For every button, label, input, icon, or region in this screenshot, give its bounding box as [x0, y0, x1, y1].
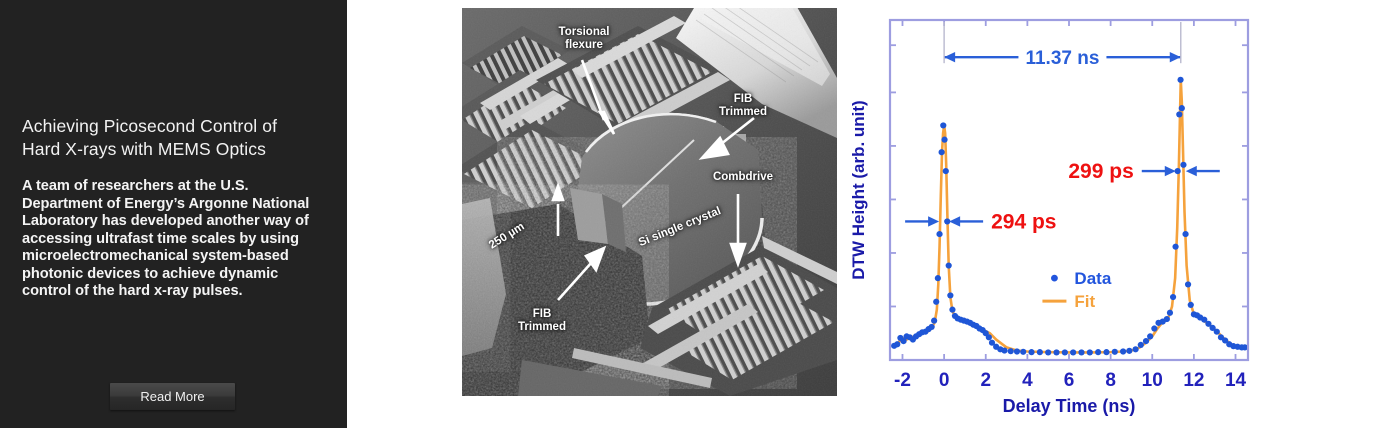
arrow-head	[1169, 51, 1181, 63]
sem-micrograph-figure: Torsional flexure FIB Trimmed Combdrive …	[462, 8, 837, 396]
data-point	[1166, 309, 1174, 316]
arrow-head	[1164, 165, 1176, 177]
data-point	[1137, 341, 1144, 348]
sem-micrograph-image	[462, 8, 837, 396]
promo-body-text: A team of researchers at the U.S. Depart…	[22, 178, 310, 300]
data-point	[1174, 168, 1181, 175]
x-tick-label: 4	[1022, 370, 1033, 391]
data-point	[1070, 349, 1077, 356]
data-point	[1001, 347, 1008, 354]
page-title: Achieving Picosecond Control of Hard X-r…	[22, 116, 278, 160]
legend-marker-data	[1051, 274, 1058, 282]
data-point	[1241, 344, 1247, 351]
data-point	[894, 341, 901, 348]
data-point	[941, 136, 948, 143]
span-annotation-label: 11.37 ns	[1025, 48, 1099, 69]
data-point	[934, 275, 941, 282]
data-point	[1184, 281, 1192, 288]
legend-label-fit: Fit	[1074, 292, 1095, 311]
data-point	[1095, 349, 1102, 356]
data-point	[949, 306, 956, 313]
data-point	[1053, 349, 1060, 356]
data-point	[1213, 328, 1220, 335]
data-point	[938, 149, 945, 156]
x-axis-label: Delay Time (ns)	[1003, 396, 1136, 416]
plot-frame	[888, 18, 1250, 362]
data-point	[933, 298, 940, 305]
arrow-head	[928, 216, 940, 227]
data-point	[1151, 325, 1158, 332]
data-point	[1209, 324, 1216, 331]
plot-data-layer	[891, 76, 1247, 356]
data-point	[947, 292, 954, 299]
arrow-head	[944, 51, 956, 63]
data-point	[1126, 347, 1133, 354]
data-point	[944, 218, 951, 225]
data-point	[1187, 301, 1194, 309]
data-point	[1180, 161, 1187, 168]
data-point	[1205, 320, 1212, 327]
data-point	[985, 334, 992, 341]
promo-panel: Achieving Picosecond Control of Hard X-r…	[0, 0, 347, 428]
data-point	[1222, 337, 1229, 344]
data-point	[1178, 105, 1185, 112]
data-point	[1036, 349, 1043, 356]
legend-label-data: Data	[1074, 269, 1111, 288]
data-point	[1111, 348, 1118, 355]
data-point	[1163, 315, 1170, 323]
fit-line	[892, 78, 1246, 354]
x-tick-label: 0	[939, 370, 950, 391]
data-point	[1169, 293, 1177, 301]
x-tick-label: 12	[1183, 370, 1204, 391]
data-point	[1201, 316, 1208, 323]
x-tick-label: 8	[1105, 370, 1116, 391]
width-annotation-label: 294 ps	[991, 210, 1056, 233]
data-point	[931, 317, 938, 324]
data-point	[1007, 348, 1014, 355]
data-point	[1147, 333, 1154, 340]
data-point	[1120, 348, 1127, 355]
data-point	[900, 338, 907, 345]
data-point	[1142, 338, 1150, 345]
data-point	[942, 168, 949, 175]
y-axis-label: DTW Height (arb. unit)	[849, 100, 868, 279]
read-more-button[interactable]: Read More	[110, 383, 235, 410]
data-point	[988, 339, 996, 346]
data-point	[1013, 348, 1021, 355]
x-tick-label: -2	[894, 370, 911, 391]
arrow-head	[1185, 165, 1197, 177]
data-point	[1020, 348, 1027, 355]
data-point	[1177, 76, 1184, 83]
data-point	[928, 323, 935, 331]
x-tick-label: 14	[1225, 370, 1247, 391]
data-point	[1176, 111, 1183, 118]
data-point	[1103, 349, 1110, 356]
data-point	[1086, 349, 1093, 356]
data-point	[936, 230, 943, 238]
data-point	[1028, 349, 1035, 356]
data-point	[1132, 346, 1139, 353]
data-point	[1182, 230, 1189, 238]
data-point	[945, 262, 952, 269]
arrow-head	[949, 216, 961, 227]
width-annotation-label: 299 ps	[1068, 160, 1133, 183]
x-tick-label: 2	[980, 370, 991, 391]
x-tick-label: 10	[1142, 370, 1163, 391]
data-point	[1078, 349, 1085, 356]
data-point	[1061, 349, 1068, 356]
x-tick-label: 6	[1064, 370, 1075, 391]
data-point	[1045, 349, 1052, 356]
data-point	[940, 122, 947, 129]
data-point	[1172, 243, 1179, 250]
